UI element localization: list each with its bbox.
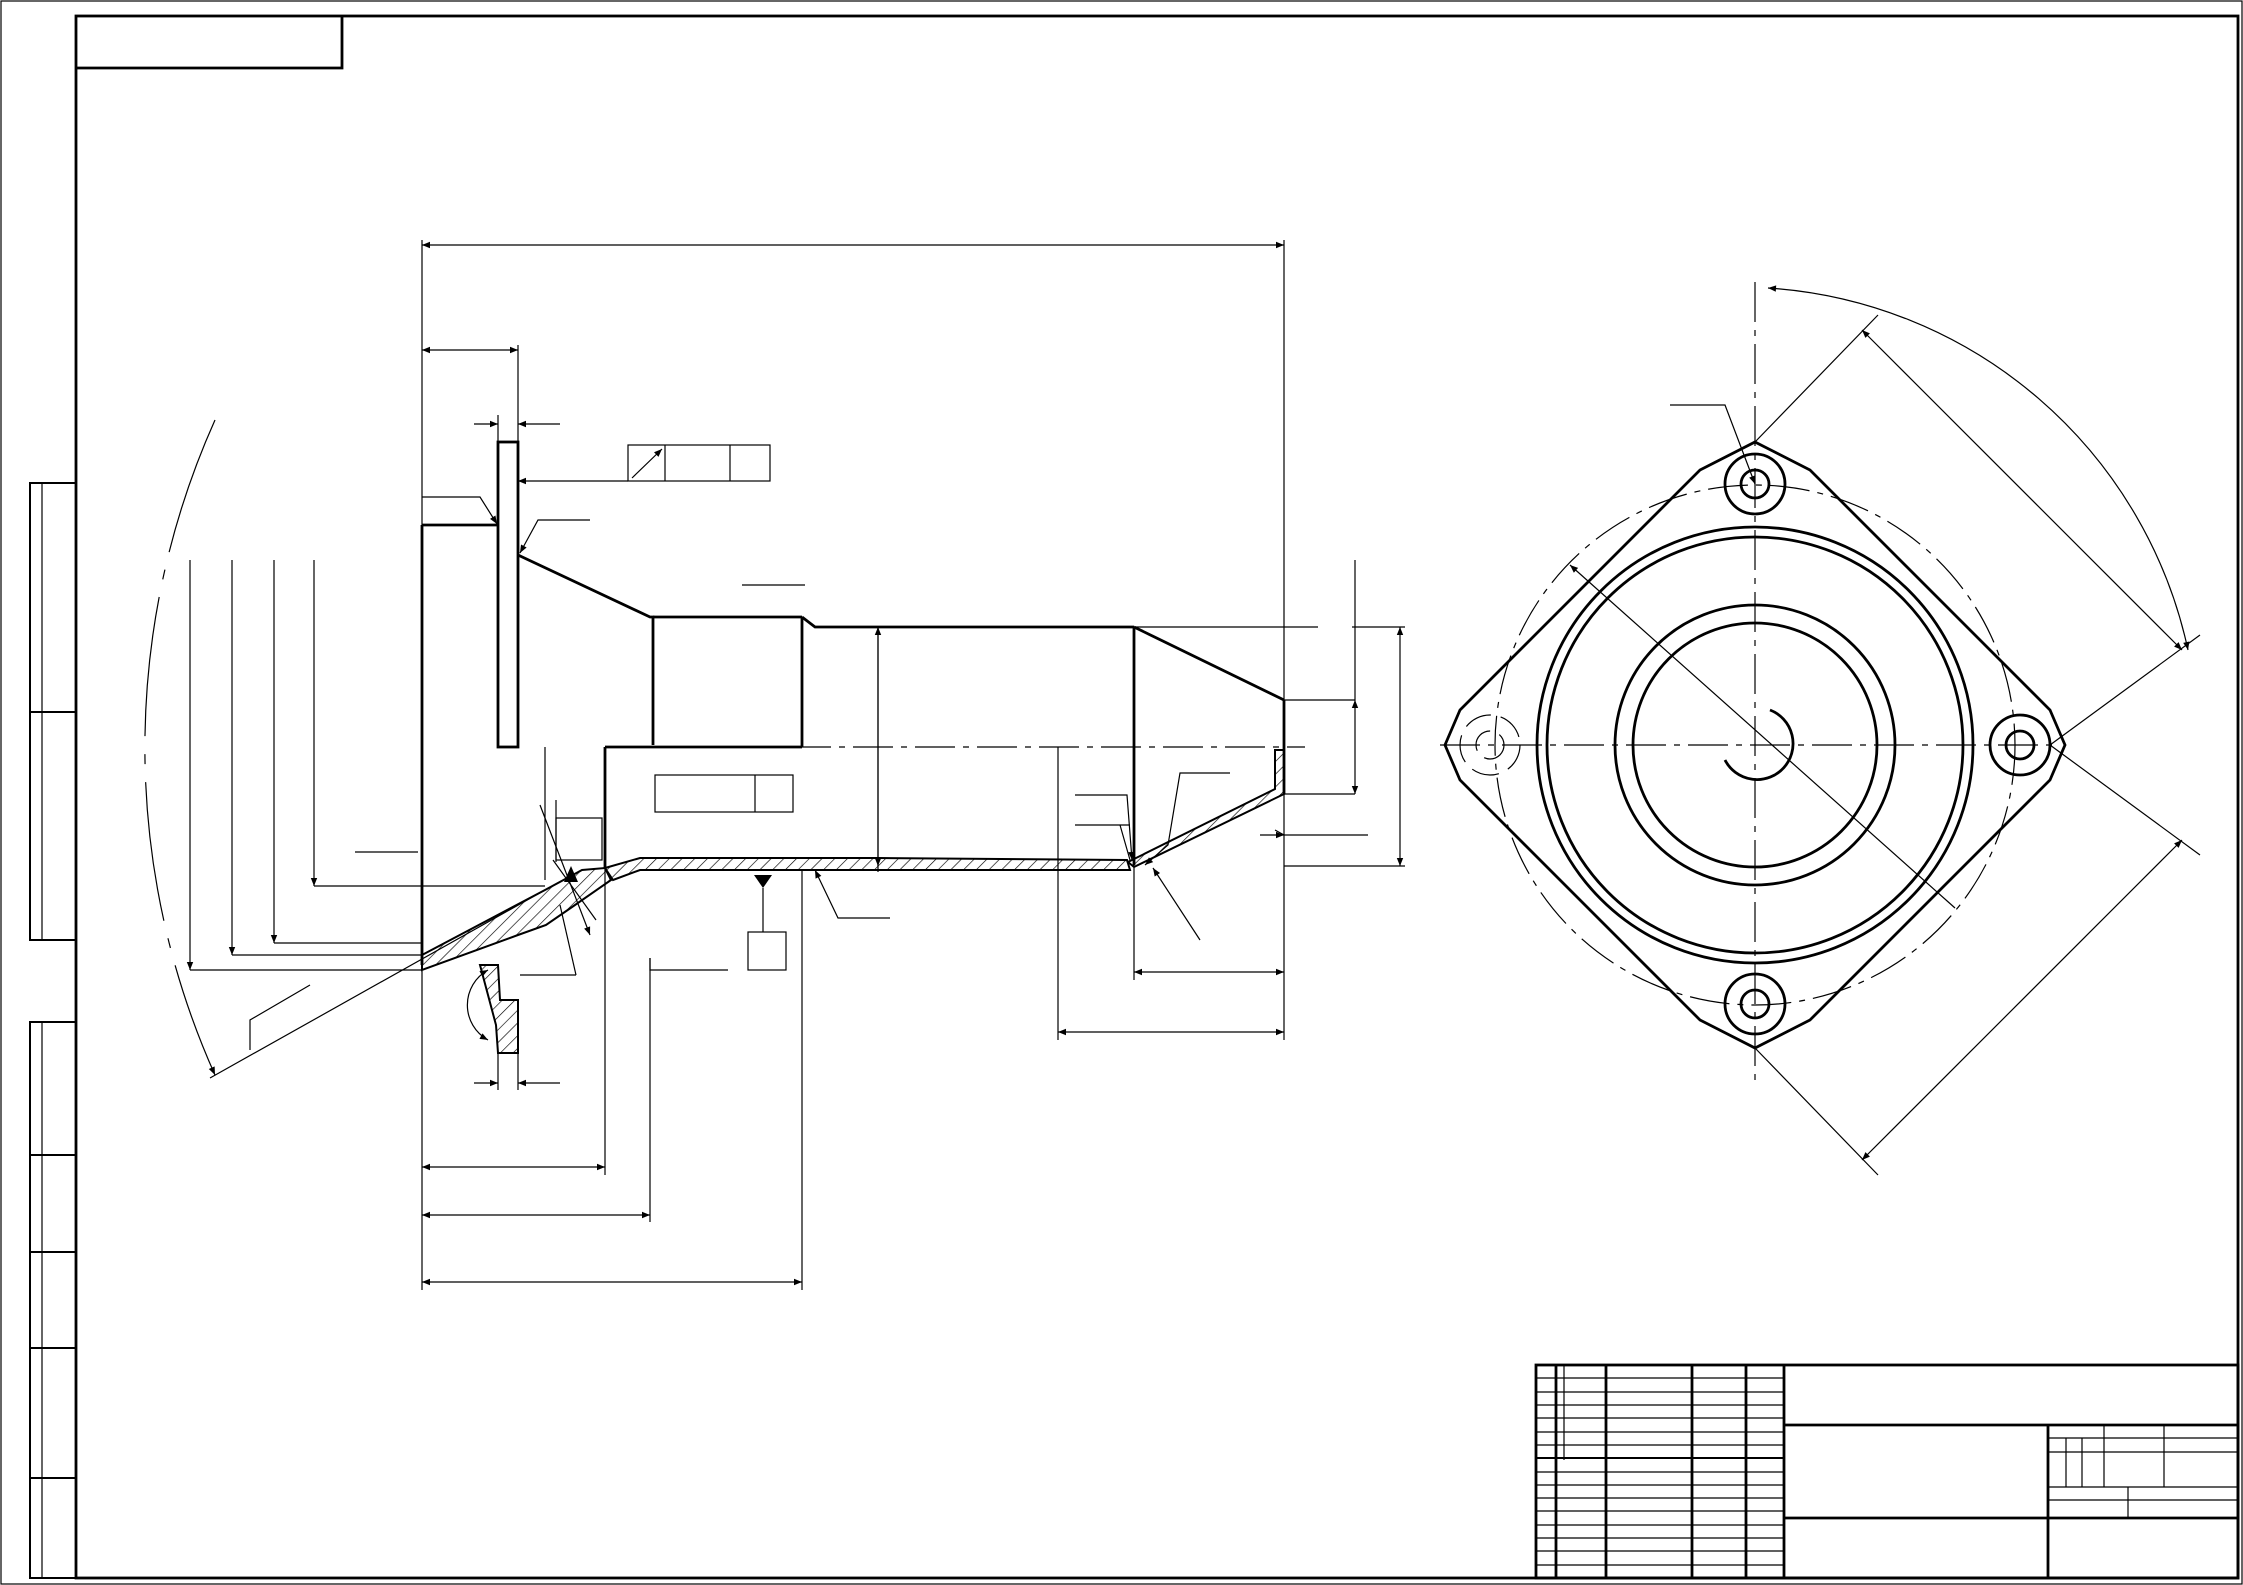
side-section-view [420,440,1305,1054]
front-view [1440,282,2201,1176]
dimension-lines [144,240,1405,1290]
title-block [1534,1363,2240,1580]
